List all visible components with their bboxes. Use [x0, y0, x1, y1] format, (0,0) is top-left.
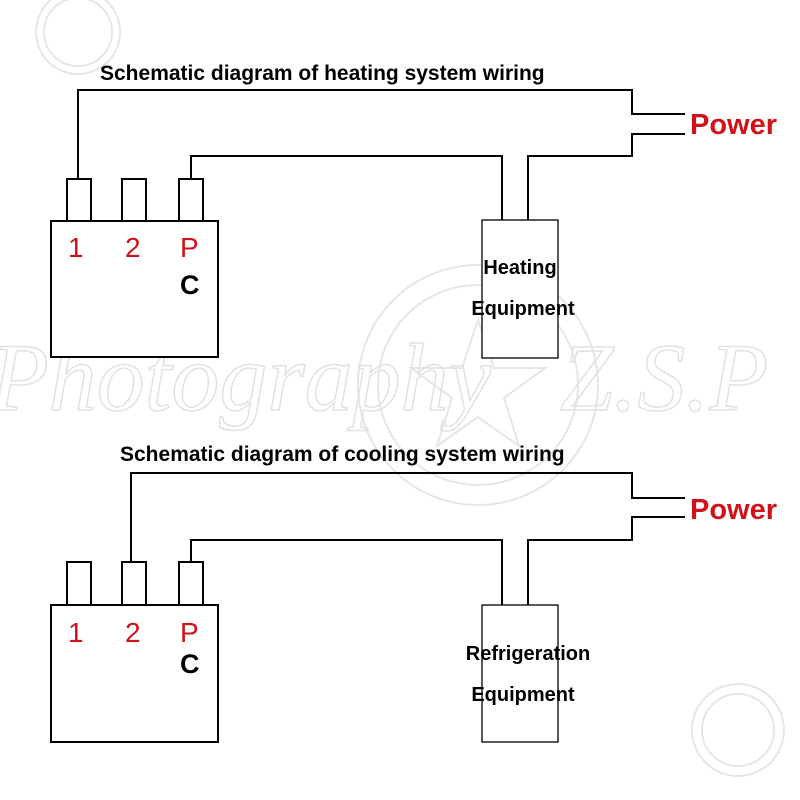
- heating-diagram-title: Schematic diagram of heating system wiri…: [100, 62, 545, 85]
- wire-terminal-p-to-equipment: [190, 155, 503, 220]
- terminal-1-label: 1: [68, 232, 84, 263]
- terminal-1-pin: [66, 178, 92, 222]
- terminal-p-label: P: [180, 617, 199, 648]
- watermark-seal-ring: [701, 693, 775, 767]
- terminal-2-pin: [121, 178, 147, 222]
- wire-power-to-equipment: [527, 516, 685, 605]
- terminal-2-label: 2: [125, 232, 141, 263]
- wire-terminal-1-to-power: [77, 89, 685, 180]
- refrigeration-equipment-box: [481, 604, 559, 743]
- terminal-1-label: 1: [68, 617, 84, 648]
- terminal-2-pin: [121, 561, 147, 606]
- power-label: Power: [690, 494, 777, 526]
- thermostat-box: [50, 220, 219, 358]
- cooling-diagram-title: Schematic diagram of cooling system wiri…: [120, 443, 565, 466]
- watermark-text-suffix: Z.S.P: [560, 324, 768, 431]
- watermark-seal-ring: [377, 284, 579, 486]
- cooling-wiring-diagram: Schematic diagram of cooling system wiri…: [50, 443, 777, 743]
- terminal-p-pin: [178, 178, 204, 222]
- refrigeration-equipment-label-line2: Equipment: [471, 684, 575, 706]
- terminal-2-label: 2: [125, 617, 141, 648]
- terminal-p-label: P: [180, 232, 199, 263]
- thermostat-box: [50, 604, 219, 743]
- common-terminal-label: C: [180, 649, 200, 679]
- heating-equipment-box: [481, 219, 559, 359]
- terminal-p-pin: [178, 561, 204, 606]
- refrigeration-equipment-label-line1: Refrigeration: [466, 643, 590, 665]
- watermark-seal-icon-top-left: [35, 0, 121, 75]
- power-label: Power: [690, 109, 777, 141]
- watermark-seal-icon-center: [357, 264, 599, 506]
- wire-terminal-2-to-power: [130, 472, 685, 563]
- wire-power-to-equipment: [527, 133, 685, 220]
- heating-equipment-label-line1: Heating: [483, 257, 556, 279]
- watermark-seal-icon-bottom-right: [691, 683, 785, 777]
- watermark-seal-ring: [43, 0, 113, 67]
- heating-equipment-label-line2: Equipment: [471, 298, 575, 320]
- common-terminal-label: C: [180, 270, 200, 300]
- wire-terminal-p-to-equipment: [190, 539, 503, 605]
- watermark-star-icon: [407, 316, 549, 449]
- terminal-1-pin: [66, 561, 92, 606]
- heating-wiring-diagram: Schematic diagram of heating system wiri…: [50, 62, 777, 359]
